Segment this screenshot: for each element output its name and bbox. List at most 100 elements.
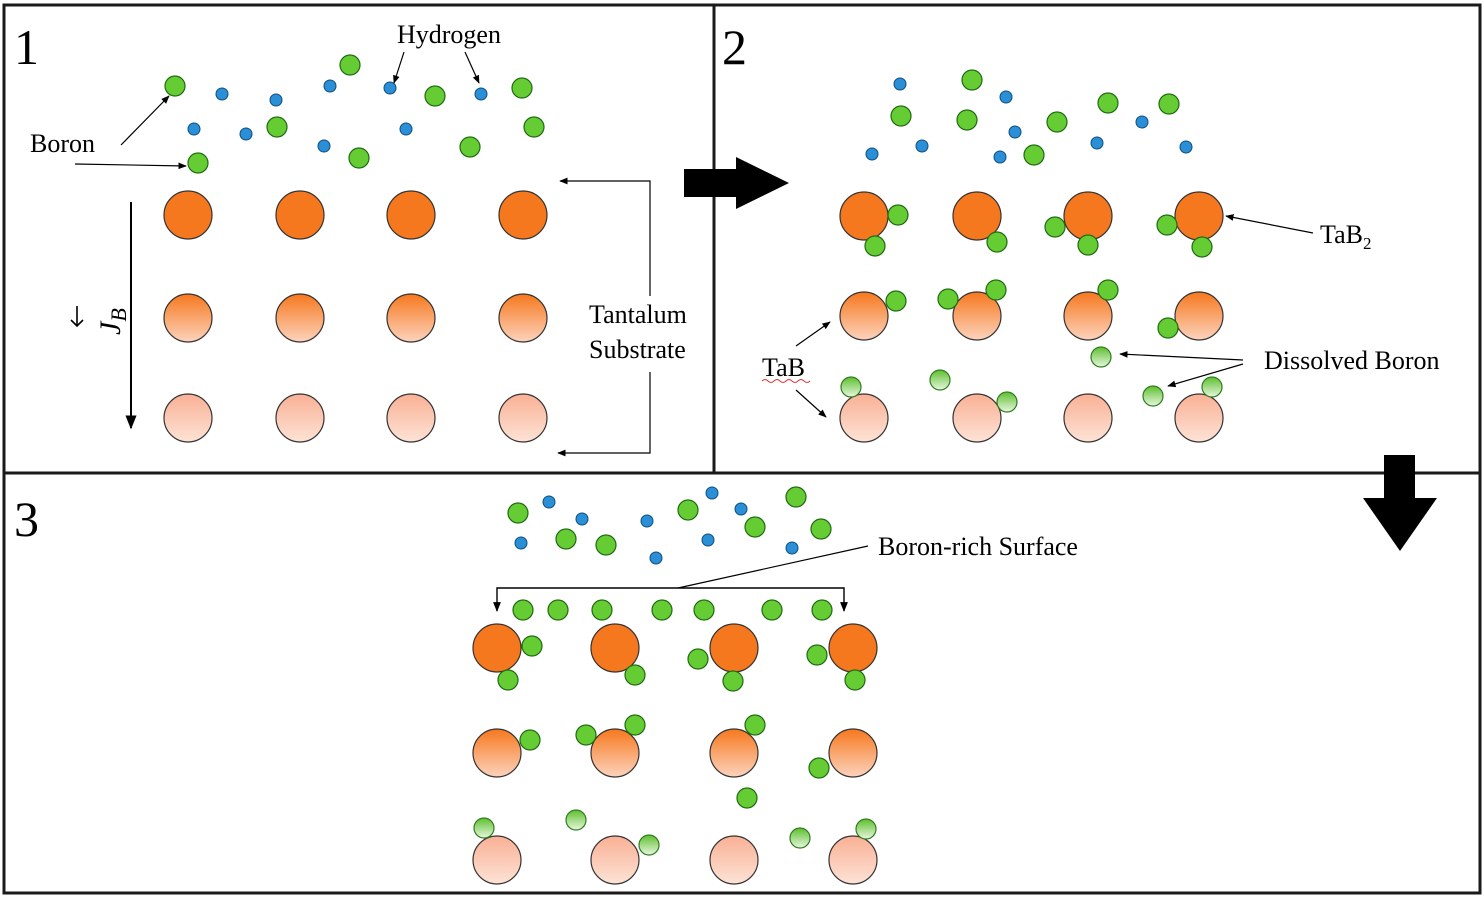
boron-atom: [1191, 236, 1213, 258]
hydrogen-atom: [701, 533, 715, 547]
tantalum-atom: [590, 835, 640, 885]
boron-atom: [651, 599, 673, 621]
hydrogen-atom: [865, 147, 879, 161]
boron-atoms: [497, 486, 866, 809]
hydrogen-atom: [239, 127, 253, 141]
dissolved-boron-atom: [855, 818, 877, 840]
boron-atom: [547, 599, 569, 621]
tantalum-atom: [386, 393, 436, 443]
boron-atom: [890, 105, 912, 127]
tab-label-underline: [761, 379, 811, 383]
boron-atom: [1157, 317, 1179, 339]
boron-atom: [811, 599, 833, 621]
dissolved-boron-atom: [840, 376, 862, 398]
boron-atom: [937, 288, 959, 310]
boron-atom: [693, 599, 715, 621]
surface-pointer: [677, 545, 869, 589]
boron-atom: [961, 69, 983, 91]
panel-1: Hydrogen Boron JB Tantalum Substrate: [30, 20, 687, 457]
boron-atom: [722, 670, 744, 692]
tantalum-atom: [1063, 191, 1113, 241]
arrow-right-icon: [684, 157, 789, 209]
panel-3: Boron-rich Surface: [472, 486, 1078, 885]
boron-atom: [519, 729, 541, 751]
boron-atom: [1097, 279, 1119, 301]
boron-rich-surface-label: Boron-rich Surface: [878, 532, 1078, 561]
boron-atom: [187, 152, 209, 174]
panel-2: TaB2 TaB Dissolved Boron: [761, 69, 1440, 443]
boron-atom: [864, 235, 886, 257]
flux-symbol: J: [94, 320, 127, 335]
tantalum-row-bottom: [163, 393, 548, 443]
dissolved-boron-atom: [565, 809, 587, 831]
tantalum-atom: [1174, 291, 1224, 341]
hydrogen-atom: [317, 139, 331, 153]
hydrogen-atom: [323, 79, 337, 93]
tantalum-atom: [1174, 191, 1224, 241]
hydrogen-atom: [640, 514, 654, 528]
boron-atom: [956, 109, 978, 131]
tab-pointer: [795, 389, 827, 418]
hydrogen-pointer: [464, 51, 480, 84]
hydrogen-atom: [514, 536, 528, 550]
hydrogen-atom: [893, 77, 907, 91]
tab-pointer: [795, 321, 831, 347]
boron-atom: [507, 502, 529, 524]
boron-atom: [985, 279, 1007, 301]
hydrogen-atom: [215, 87, 229, 101]
dissolved-boron-atom: [473, 817, 495, 839]
dissolved-boron-atoms: [473, 809, 877, 856]
boron-atom: [555, 528, 577, 550]
tab2-pointer: [1225, 214, 1314, 234]
boron-atom: [986, 231, 1008, 253]
boron-atom: [810, 518, 832, 540]
tantalum-substrate-label-line2: Substrate: [589, 335, 686, 364]
tantalum-atom: [472, 728, 522, 778]
dissolved-boron-atoms: [840, 346, 1223, 413]
dissolved-boron-atom: [638, 834, 660, 856]
boron-atom: [523, 116, 545, 138]
boron-pointer: [74, 162, 187, 170]
tantalum-atom: [472, 835, 522, 885]
boron-atom: [266, 116, 288, 138]
dissolved-boron-pointer: [1119, 351, 1244, 361]
boron-atom: [1158, 93, 1180, 115]
boron-atom: [575, 724, 597, 746]
boron-atom: [624, 664, 646, 686]
boron-atom: [591, 599, 613, 621]
hydrogen-atom: [1090, 136, 1104, 150]
hydrogen-atom: [649, 551, 663, 565]
tantalum-atom: [828, 728, 878, 778]
tantalum-atom: [952, 393, 1002, 443]
boron-atom: [339, 54, 361, 76]
hydrogen-atom: [734, 502, 748, 516]
boron-atom: [595, 534, 617, 556]
surface-bracket: [493, 587, 848, 612]
tantalum-atom: [1063, 393, 1113, 443]
hydrogen-atom: [915, 139, 929, 153]
boron-pointer: [120, 95, 170, 146]
tantalum-atom: [275, 293, 325, 343]
tantalum-atom: [709, 623, 759, 673]
hydrogen-atom: [1135, 115, 1149, 129]
tantalum-atom: [839, 191, 889, 241]
tantalum-atom: [828, 623, 878, 673]
tantalum-atom: [839, 291, 889, 341]
hydrogen-atom: [1008, 125, 1022, 139]
tab2-label: TaB2: [1320, 220, 1371, 253]
flux-label: JB: [94, 308, 131, 335]
dissolved-boron-atom: [1142, 385, 1164, 407]
hydrogen-pointer: [393, 51, 405, 84]
flux-subscript: B: [106, 308, 131, 321]
tantalum-atom: [275, 190, 325, 240]
boron-atom: [744, 714, 766, 736]
tantalum-atom: [1063, 291, 1113, 341]
dissolved-boron-label: Dissolved Boron: [1264, 346, 1440, 375]
dissolved-boron-atom: [1201, 376, 1223, 398]
tantalum-atom: [839, 393, 889, 443]
boron-atom: [424, 85, 446, 107]
boron-atom: [806, 644, 828, 666]
boron-atom: [348, 147, 370, 169]
hydrogen-atoms: [865, 77, 1193, 164]
tantalum-row-bottom: [839, 393, 1224, 443]
